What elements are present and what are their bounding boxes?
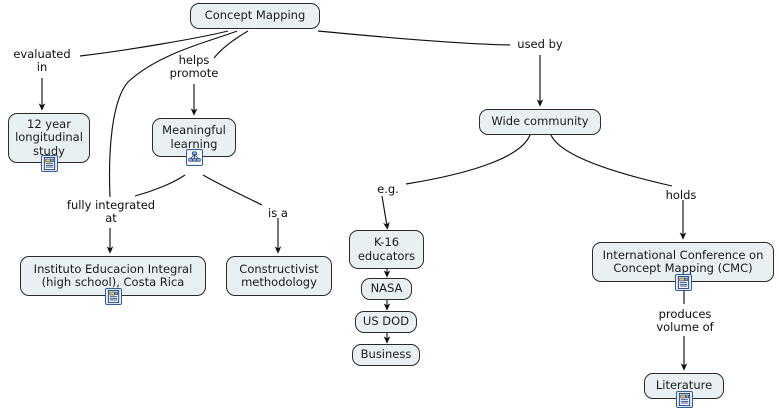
resource-icon[interactable] — [674, 273, 692, 291]
edge-eg-upper — [405, 134, 531, 185]
edge-holds-upper — [550, 134, 673, 187]
node-concept-mapping[interactable]: Concept Mapping — [190, 3, 320, 29]
resource-icon[interactable] — [675, 390, 693, 408]
node-business[interactable]: Business — [352, 344, 420, 366]
edge-label-e-g: e.g. — [377, 182, 399, 196]
edge-label-helps-promote: helps promote — [169, 53, 219, 81]
node-k16-educators[interactable]: K-16 educators — [349, 230, 424, 269]
edge-label-used-by: used by — [517, 37, 563, 51]
edge-is-a-upper — [202, 174, 263, 206]
node-cmc[interactable]: International Conference on Concept Mapp… — [592, 242, 774, 282]
node-constructivist[interactable]: Constructivist methodology — [226, 256, 332, 296]
concept-map-icon[interactable] — [185, 148, 203, 166]
edge-label-fully-integrated-at: fully integrated at — [66, 198, 156, 226]
edge-eg-lower — [381, 195, 390, 230]
node-wide-community[interactable]: Wide community — [479, 109, 601, 135]
edge-label-evaluated-in: evaluated in — [13, 47, 71, 75]
node-nasa[interactable]: NASA — [361, 278, 412, 300]
edge-label-produces-volume-of: produces volume of — [656, 307, 714, 335]
edge-ml-fully-integrated — [134, 174, 186, 197]
resource-icon[interactable] — [40, 154, 58, 172]
edge-used-by-upper — [317, 30, 511, 46]
edge-label-is-a: is a — [268, 206, 288, 220]
node-literature[interactable]: Literature — [644, 373, 724, 399]
resource-icon[interactable] — [104, 287, 122, 305]
node-us-dod[interactable]: US DOD — [355, 311, 417, 333]
edge-label-holds: holds — [665, 188, 697, 202]
